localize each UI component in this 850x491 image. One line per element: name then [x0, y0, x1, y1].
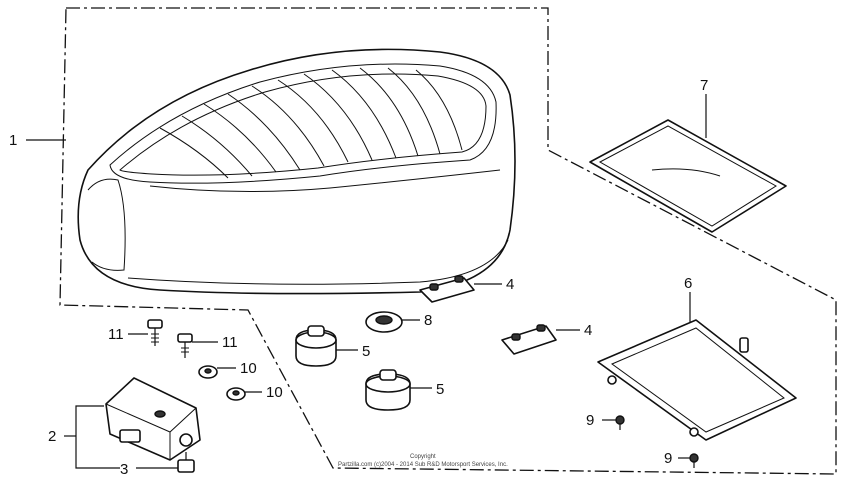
callout-4b: 4 — [584, 322, 592, 339]
seat-bracket-lower[interactable] — [501, 324, 557, 355]
document-pouch[interactable] — [589, 119, 787, 233]
seat[interactable] — [77, 48, 516, 295]
seat-lock[interactable] — [105, 377, 201, 461]
callout-10a: 10 — [240, 360, 257, 377]
callout-9b: 9 — [664, 450, 672, 467]
callout-11b: 11 — [222, 334, 238, 351]
storage-tray[interactable] — [597, 319, 797, 441]
seat-bracket-upper[interactable] — [419, 275, 475, 303]
bolt-b[interactable] — [177, 333, 193, 358]
seat-pleats — [159, 67, 463, 179]
callout-3: 3 — [120, 461, 128, 478]
nut-b[interactable] — [226, 387, 246, 401]
assembly-boundary — [59, 7, 837, 475]
callout-1: 1 — [9, 132, 17, 149]
lock-pin[interactable] — [177, 452, 195, 473]
bolt-a[interactable] — [147, 319, 163, 346]
callout-4a: 4 — [506, 276, 514, 293]
seat-cushion-lower[interactable] — [365, 369, 411, 411]
callout-8: 8 — [424, 312, 432, 329]
nut-a[interactable] — [198, 365, 218, 379]
callout-11a: 11 — [108, 326, 124, 343]
seat-cushion-upper[interactable] — [295, 325, 337, 367]
callout-10b: 10 — [266, 384, 283, 401]
leader-2 — [75, 405, 120, 469]
callout-9a: 9 — [586, 412, 594, 429]
callout-2: 2 — [48, 428, 56, 445]
callout-6: 6 — [684, 275, 692, 292]
callout-7: 7 — [700, 77, 708, 94]
clip-b[interactable] — [689, 453, 699, 468]
copyright-line-1: Copyright — [410, 454, 436, 460]
copyright-line-2: Partzilla.com (c)2004 - 2014 Sub R&D Mot… — [338, 462, 508, 468]
grommet[interactable] — [365, 311, 403, 333]
clip-a[interactable] — [615, 415, 625, 430]
callout-5a: 5 — [362, 343, 370, 360]
callout-5b: 5 — [436, 381, 444, 398]
